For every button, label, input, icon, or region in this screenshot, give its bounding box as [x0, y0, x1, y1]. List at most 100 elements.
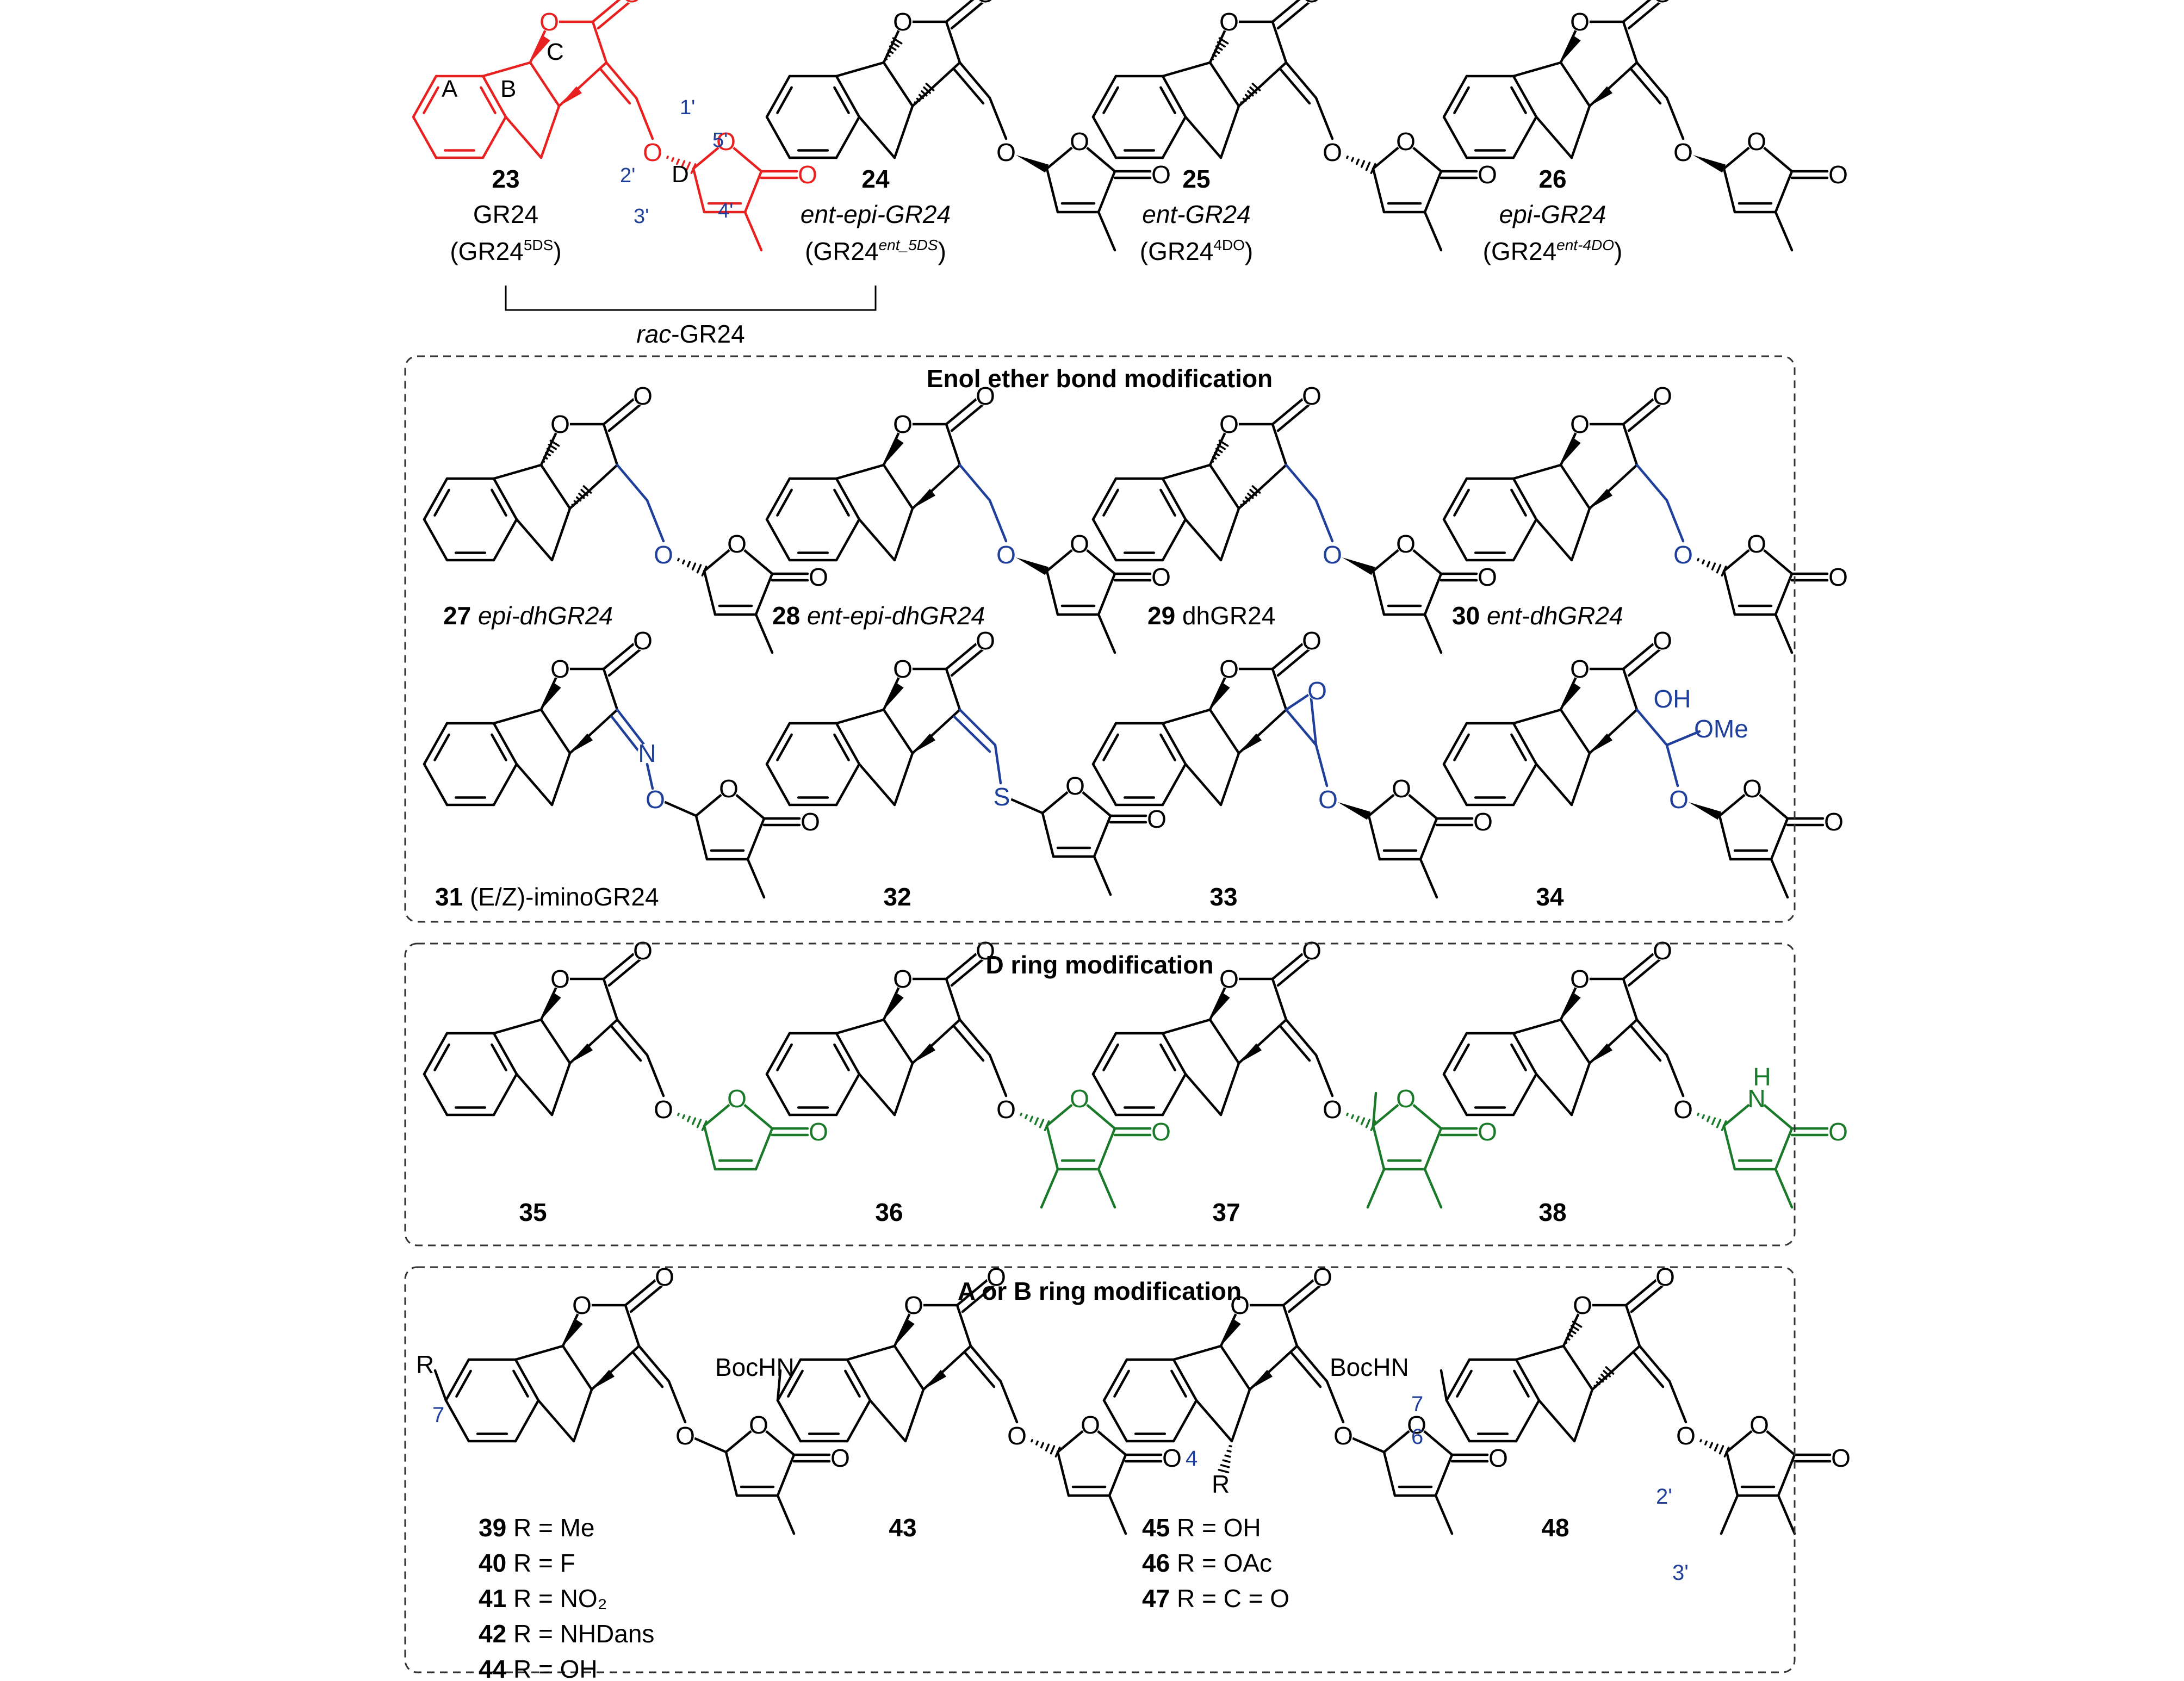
bond: [835, 518, 861, 562]
atom-halo: [893, 659, 913, 679]
hash-bond: [1711, 1117, 1716, 1125]
structure-bonds: [412, 0, 1832, 1535]
bond: [1093, 855, 1112, 896]
wedge-bond: [1561, 35, 1581, 63]
bond: [1195, 1399, 1233, 1443]
bond: [893, 1062, 914, 1116]
hash-bond: [1564, 1341, 1568, 1344]
bond: [1295, 1344, 1329, 1383]
bond: [1665, 96, 1685, 140]
bond: [1271, 667, 1288, 711]
atom-halo: [1478, 1122, 1497, 1142]
bond: [994, 743, 1002, 785]
ring-label-D: D: [672, 161, 689, 188]
oxygen-atom: O: [633, 382, 653, 410]
bond: [893, 104, 914, 159]
bond: [1351, 1437, 1386, 1454]
hash-bond: [1365, 1119, 1371, 1128]
hash-bond: [918, 94, 925, 100]
wedge-bond: [923, 1369, 947, 1390]
wedge-bond: [1561, 993, 1581, 1020]
atom-halo: [727, 1089, 747, 1108]
bond: [844, 1369, 861, 1398]
bond: [667, 1380, 687, 1424]
bond: [1184, 762, 1223, 807]
bond: [515, 1072, 554, 1116]
bond: [776, 1453, 796, 1497]
bond: [1627, 957, 1663, 987]
wedge-bond: [884, 438, 904, 465]
bond: [1512, 762, 1538, 807]
bond: [1208, 708, 1240, 755]
hash-bond: [1716, 564, 1722, 574]
hash-bond: [1568, 1329, 1577, 1335]
bond: [412, 115, 438, 159]
ring-oxygen: O: [1407, 1411, 1426, 1439]
bond: [1665, 1053, 1685, 1097]
bond: [1097, 1127, 1116, 1171]
bond: [1108, 1494, 1127, 1535]
sub-R-45: R: [1212, 1470, 1230, 1498]
hash-bond: [666, 156, 669, 159]
hash-bond: [682, 1114, 685, 1119]
bond: [1423, 1168, 1443, 1209]
bond: [423, 1032, 449, 1076]
atom-halo: [1747, 534, 1766, 554]
bond: [433, 1043, 450, 1071]
bond: [953, 715, 991, 753]
bond: [835, 61, 885, 78]
bond: [1512, 115, 1538, 159]
oxygen-atom: O: [893, 965, 913, 993]
ring-oxygen: O: [1065, 772, 1085, 800]
bond: [1665, 499, 1685, 543]
hash-bond: [1218, 37, 1229, 45]
bond: [632, 1351, 664, 1388]
hash-bond: [578, 492, 585, 499]
hash-bond: [571, 504, 575, 507]
hash-bond: [544, 451, 551, 457]
bond: [1097, 1168, 1116, 1209]
bond: [835, 1018, 885, 1035]
bond: [776, 1494, 796, 1535]
wedge-bond: [592, 1369, 615, 1390]
atom-halo: [1673, 545, 1693, 565]
hash-bond: [546, 448, 554, 454]
bond: [1515, 1358, 1541, 1402]
bond: [833, 86, 850, 114]
bond: [1622, 950, 1658, 981]
bond: [969, 1344, 1002, 1383]
bond: [1434, 1453, 1454, 1497]
wedge-bond: [884, 993, 904, 1020]
bond: [858, 115, 896, 159]
bond: [765, 762, 791, 807]
bond: [833, 488, 850, 517]
hash-bond: [686, 561, 691, 568]
atom-halo: [996, 1100, 1016, 1119]
bond: [1276, 0, 1312, 30]
ether-oxygen: O: [1323, 541, 1342, 569]
hash-bond: [1351, 1114, 1354, 1119]
atom-halo: [1669, 790, 1689, 809]
bond: [1285, 708, 1318, 747]
bond: [1161, 463, 1212, 480]
bond: [1285, 1018, 1318, 1057]
rac-label: rac-GR24: [636, 320, 744, 348]
bond: [492, 463, 543, 480]
bond: [1161, 1072, 1187, 1116]
oxygen-atom: O: [976, 0, 995, 8]
bond: [893, 1344, 925, 1391]
bond: [1513, 1369, 1530, 1398]
bond: [1172, 1358, 1198, 1402]
bond: [1285, 61, 1318, 100]
atom-halo: [893, 414, 913, 434]
bond: [1453, 86, 1470, 114]
bond: [514, 1344, 564, 1361]
panel-d-ring: [404, 942, 1796, 1246]
panel-ab-ring: [404, 1266, 1796, 1673]
atom-halo: [719, 779, 739, 798]
ring-oxygen: O: [1742, 774, 1762, 803]
hash-bond: [677, 558, 680, 562]
bond: [568, 463, 619, 510]
ring-label-A: A: [442, 76, 458, 102]
bond: [1161, 1018, 1212, 1035]
